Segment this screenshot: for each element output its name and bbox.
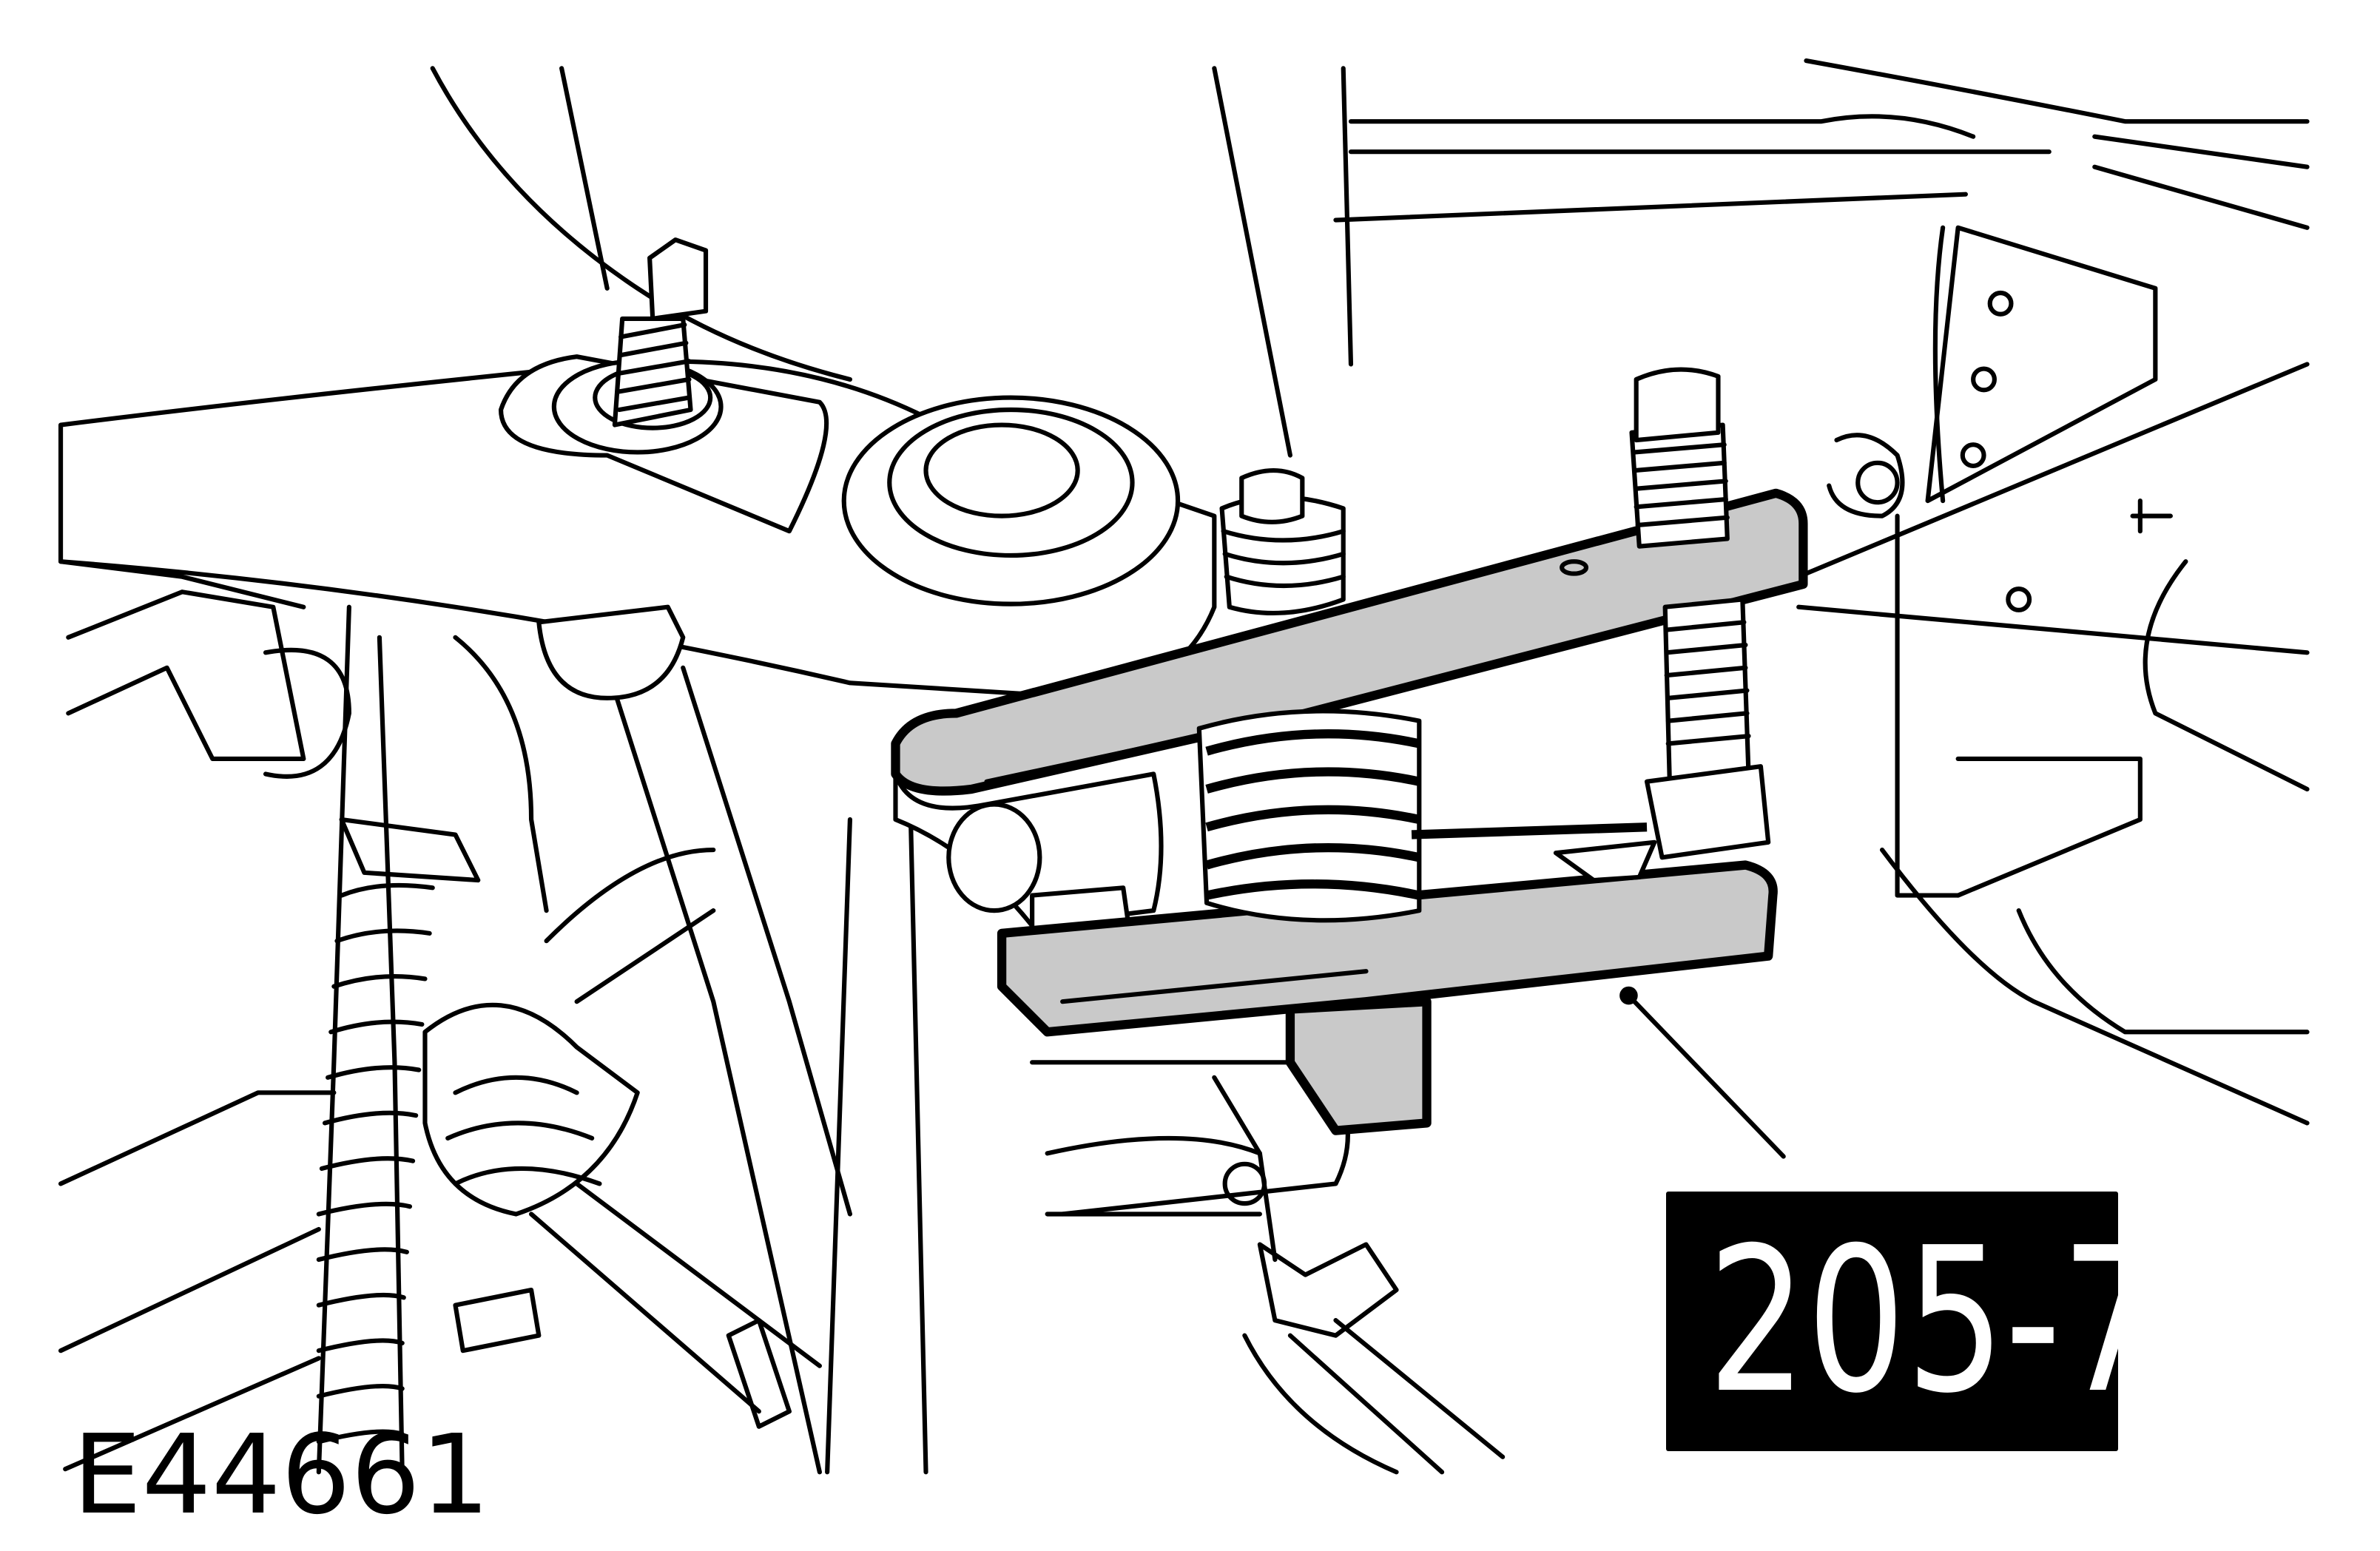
ball-joint-separator-tool xyxy=(891,367,1808,1135)
ball-joint-knuckle xyxy=(893,771,1164,959)
background-body-lines xyxy=(430,58,2310,1126)
control-arm xyxy=(58,237,1217,700)
leader-line xyxy=(1619,986,1786,1159)
figure-id-text: E44661 xyxy=(73,1411,491,1538)
tool-number-label: 205-754 xyxy=(1666,1192,2118,1451)
tool-number-text: 205-754 xyxy=(1708,1204,2118,1437)
